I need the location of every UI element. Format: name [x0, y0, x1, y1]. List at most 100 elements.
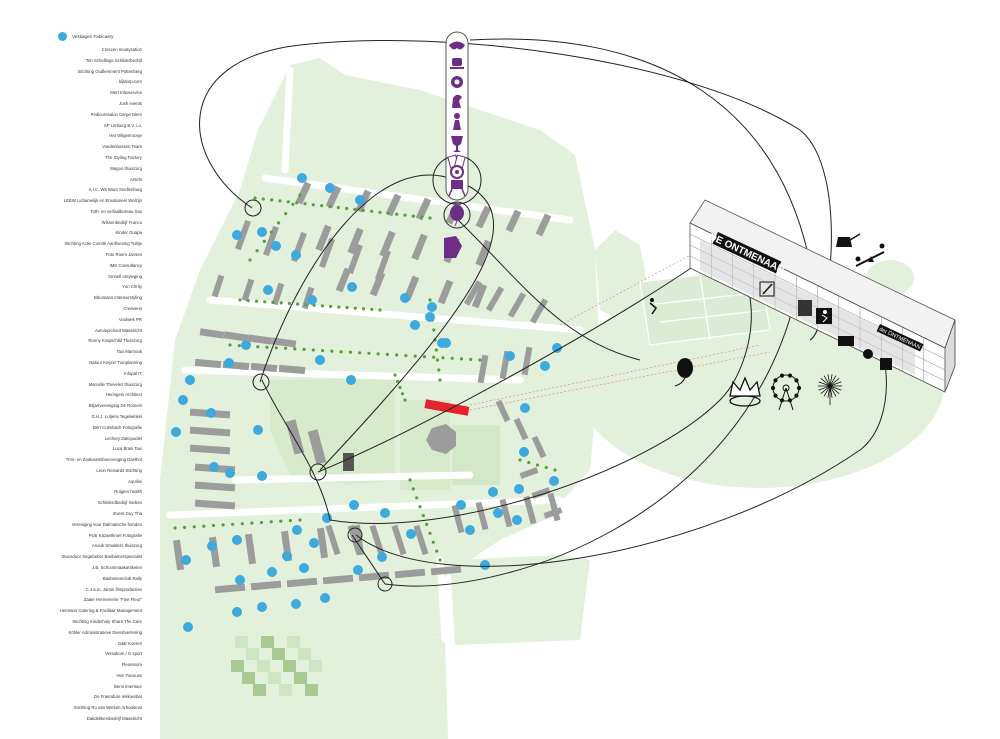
- building-block: [194, 358, 222, 369]
- building-sign: [712, 232, 782, 274]
- legend-item: Vereniging voor Dalmatische honden: [71, 521, 142, 527]
- tree: [337, 305, 341, 309]
- allotment-plot: [242, 672, 255, 684]
- legend-item: Zaate Hermenerie "Fine Fleur": [83, 597, 142, 603]
- allotment-plot: [298, 648, 311, 660]
- legend-item: C.J.a.m. Jamin filmproducties: [85, 586, 142, 592]
- firework-ray: [829, 375, 837, 387]
- legend-item: Ruigers health: [114, 489, 142, 495]
- tree: [284, 346, 288, 350]
- business-marker: [520, 403, 530, 413]
- building-block: [485, 286, 505, 312]
- allotment-plot: [253, 684, 266, 696]
- tree: [192, 525, 196, 529]
- building-block: [535, 213, 552, 237]
- legend-item: Fleuresom: [121, 662, 142, 667]
- building-block: [244, 533, 257, 565]
- legend-item: Kinder Guapa: [115, 230, 142, 236]
- building-block: [211, 274, 225, 298]
- legend-item: J.B. Schoonmaakartikelen: [92, 564, 142, 570]
- building-block: [475, 239, 492, 267]
- legend-item: IMS Consultancy: [109, 262, 142, 268]
- tree: [422, 355, 426, 359]
- building-block: [335, 267, 352, 293]
- firework-ray: [818, 381, 831, 387]
- tree: [428, 216, 432, 220]
- ferris-cabin: [794, 378, 799, 383]
- firework-ray: [820, 385, 831, 395]
- icon-group-ring-small: [443, 201, 471, 229]
- tree: [358, 351, 362, 355]
- business-marker: [299, 563, 309, 573]
- business-marker: [552, 343, 562, 353]
- chess-knight-icon: [452, 94, 462, 108]
- building-block: [325, 185, 342, 209]
- firework-ray: [829, 377, 840, 387]
- business-marker: [347, 282, 357, 292]
- business-marker: [257, 602, 267, 612]
- tree: [296, 302, 300, 306]
- tree: [311, 348, 315, 352]
- business-marker: [519, 447, 529, 457]
- green-area-south: [160, 598, 448, 739]
- tree: [336, 205, 340, 210]
- legend-item: Pedicuresalon Carpe Diem: [90, 111, 142, 117]
- building-block: [463, 280, 483, 306]
- building-block: [471, 283, 488, 309]
- business-marker: [514, 484, 524, 494]
- building-block: [189, 444, 231, 455]
- legend: Vestiagen Fabicasry Crescen Inoutysation…: [0, 0, 142, 739]
- legend-item: Aquilini: [128, 478, 142, 484]
- tree: [361, 307, 366, 311]
- tree: [403, 398, 407, 402]
- node-circle: [252, 373, 270, 391]
- dark-building: [343, 453, 354, 471]
- tree: [298, 518, 302, 522]
- bowling-icon: [649, 298, 657, 315]
- legend-item: The Styling Factory: [104, 154, 142, 160]
- tree: [248, 258, 252, 262]
- business-marker: [282, 551, 292, 561]
- balloon-icon: [674, 358, 693, 387]
- legend-item: LEEW Lichamelijk en Emotioneel Welzijn: [63, 198, 142, 204]
- legend-item: Toth- en verfaalbureau Sax: [90, 208, 142, 214]
- tree: [400, 392, 405, 396]
- legend-item: Bert Colmbach Fotografie: [93, 424, 142, 430]
- legend-item: bijldorp.com: [118, 79, 142, 85]
- tree: [395, 212, 399, 216]
- legend-item: De Fraendure rekkoerbat: [93, 694, 142, 700]
- building-block: [519, 467, 539, 479]
- tree: [428, 531, 432, 535]
- tree: [330, 349, 334, 353]
- business-marker: [178, 395, 188, 405]
- tree: [277, 221, 281, 225]
- legend-item: Event Guy Tha: [113, 511, 142, 516]
- building-block: [194, 481, 236, 492]
- purple-building: [444, 236, 462, 258]
- business-marker: [207, 541, 217, 551]
- legend-item: Marcelle Thevelez thuiszorg: [88, 381, 142, 387]
- tree: [403, 213, 407, 217]
- business-marker: [380, 508, 390, 518]
- chess-piece-icon: [453, 113, 461, 130]
- firework-ray: [829, 381, 842, 387]
- legend-item: Wissenbedrijf Franco: [101, 219, 142, 225]
- music-icon: [863, 349, 873, 359]
- business-marker: [235, 575, 245, 585]
- business-marker: [185, 375, 195, 385]
- tree: [278, 199, 282, 203]
- building-block: [347, 227, 364, 255]
- business-marker: [320, 593, 330, 603]
- building-sign-end: [876, 324, 924, 352]
- business-marker: [480, 560, 490, 570]
- building-block: [172, 539, 185, 571]
- business-marker: [257, 471, 267, 481]
- legend-item: Het Wilgenroosje: [109, 133, 142, 139]
- business-marker: [183, 622, 193, 632]
- tree: [395, 353, 399, 357]
- tree: [544, 465, 548, 470]
- tree: [269, 520, 273, 524]
- tree: [378, 308, 382, 312]
- tree: [393, 373, 397, 377]
